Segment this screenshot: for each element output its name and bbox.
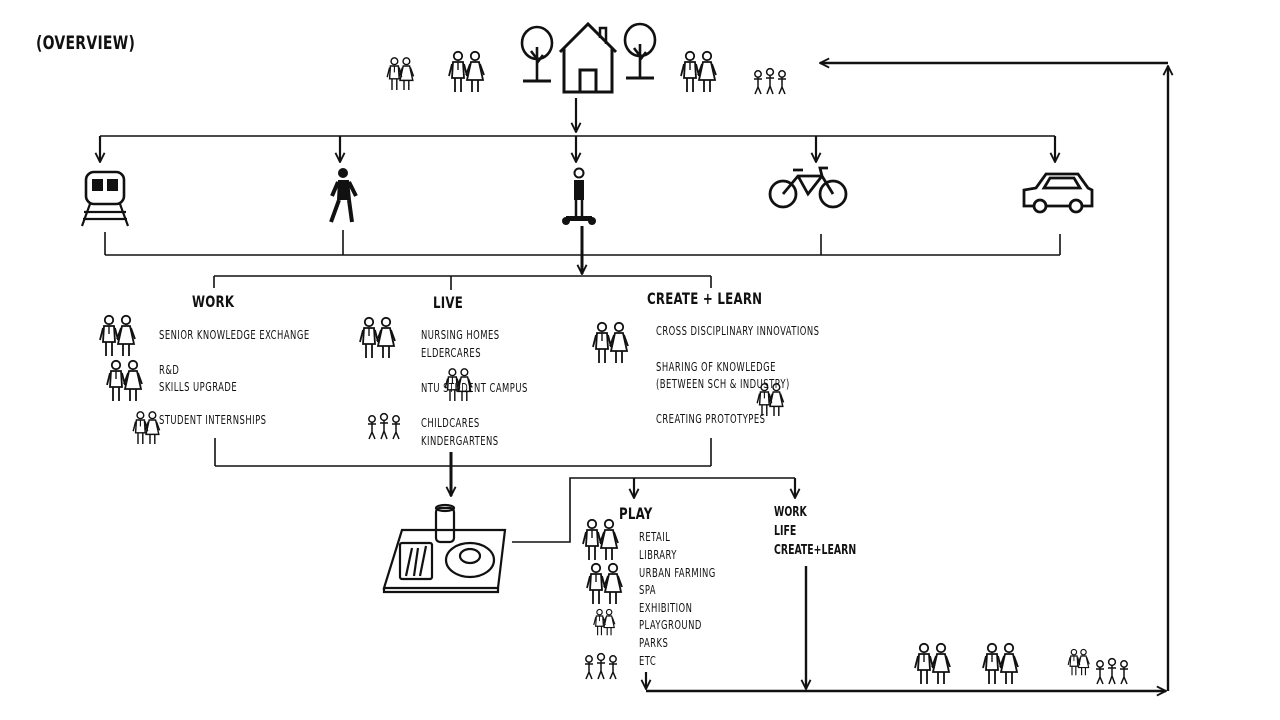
student-pair-icon [133,412,159,444]
live-item: ELDERCARES [421,346,482,360]
elderly-pair-icon [587,564,622,604]
children-group-icon [753,67,787,95]
car-icon [1022,172,1094,214]
children-group-icon [584,652,618,680]
play-item: LIBRARY [639,548,677,562]
return-loop-lines [646,63,1168,691]
children-group-icon [1095,657,1129,685]
play-item: EXHIBITION [639,601,693,615]
work-heading: WORK [192,292,235,311]
live-item: KINDERGARTENS [421,434,499,448]
elderly-pair-icon [107,361,142,401]
summary-item: WORK [774,505,807,520]
elderly-pair-icon [681,52,716,92]
work-item: SKILLS UPGRADE [159,380,238,394]
work-item: SENIOR KNOWLEDGE EXCHANGE [159,328,310,342]
hoverboard-person-icon [562,167,596,225]
play-item: PARKS [639,636,669,650]
student-pair-icon [1068,649,1089,675]
adult-pair-icon [583,520,618,560]
train-icon [80,170,130,227]
summary-item: LIFE [774,524,797,539]
transport-merge-lines [104,226,1061,290]
walking-person-icon [329,168,358,223]
elderly-pair-icon [983,644,1018,684]
food-tray-icon [382,503,507,594]
elderly-pair-icon [360,318,395,358]
page-title: (OVERVIEW) [36,32,136,54]
bicycle-icon [768,166,848,209]
play-item: RETAIL [639,530,671,544]
adult-pair-icon [593,323,628,363]
create-learn-item: CREATING PROTOTYPES [656,412,766,426]
adult-pair-icon [100,316,135,356]
student-pair-icon [594,609,615,635]
play-item: PLAYGROUND [639,618,702,632]
create-learn-item: (BETWEEN SCH & INDUSTRY) [656,377,790,391]
create-learn-item: SHARING OF KNOWLEDGE [656,360,776,374]
tree-icon [520,25,554,83]
adult-pair-icon [449,52,484,92]
top-branch-lines [100,98,1055,162]
create-learn-item: CROSS DISCIPLINARY INNOVATIONS [656,324,820,338]
live-item: NURSING HOMES [421,328,500,342]
summary-item: CREATE+LEARN [774,543,857,558]
play-item: ETC [639,654,657,668]
children-group-icon [367,412,401,440]
work-item: STUDENT INTERNSHIPS [159,413,267,427]
work-item: R&D [159,363,180,377]
tree-icon [623,22,657,80]
activity-merge-lines [214,438,795,543]
adult-pair-icon [915,644,950,684]
play-item: SPA [639,583,656,597]
student-pair-icon [387,58,413,90]
top-people-group [387,21,787,95]
bottom-people-group [915,644,1129,685]
live-item: NTU STUDENT CAMPUS [421,381,528,395]
live-heading: LIVE [433,293,464,312]
create-learn-heading: CREATE + LEARN [647,289,763,308]
play-heading: PLAY [619,504,653,523]
play-item: URBAN FARMING [639,566,716,580]
live-item: CHILDCARES [421,416,480,430]
house-icon [558,21,618,94]
